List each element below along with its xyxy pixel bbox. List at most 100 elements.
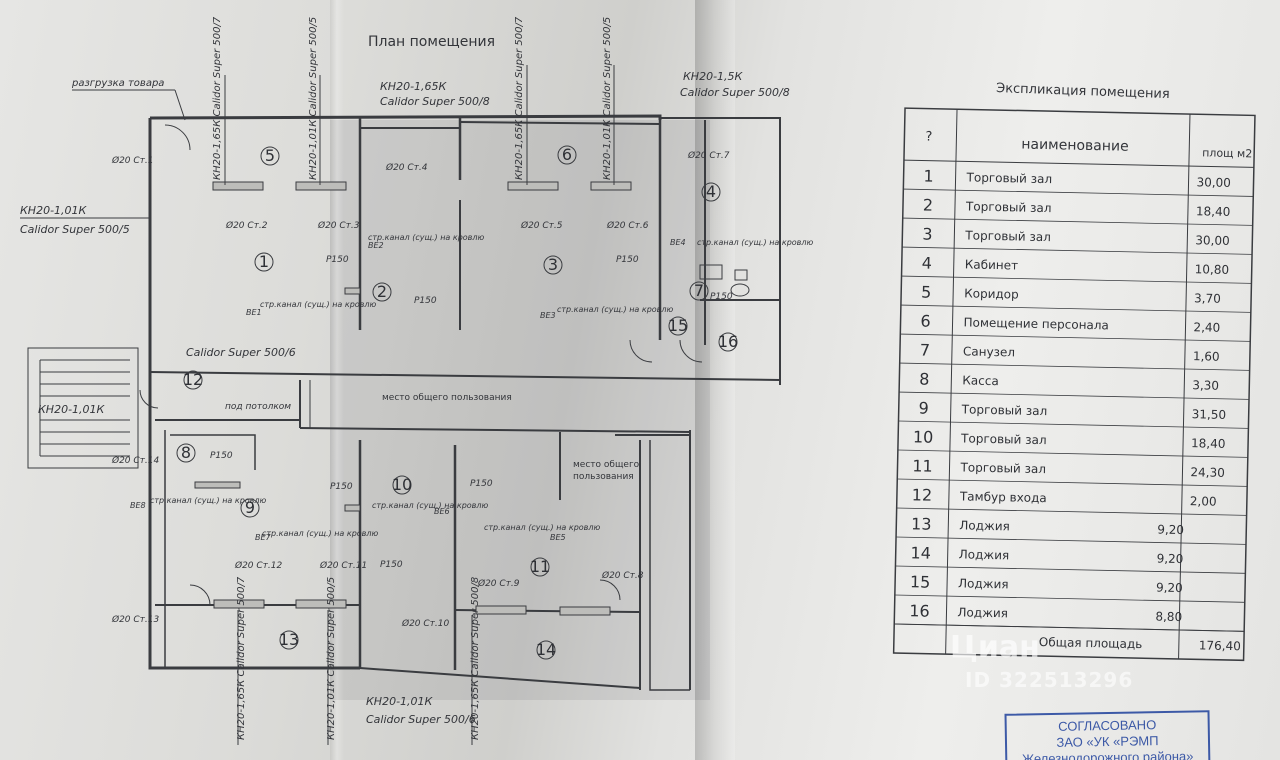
common-area-label: место общего пользования — [382, 393, 512, 403]
heater-code-bottom: КН20-1,01К — [366, 695, 434, 708]
room-name: Торговый зал — [965, 199, 1052, 215]
vent-id: ВЕ4 — [670, 238, 686, 247]
room-name: Торговый зал — [965, 170, 1052, 186]
room-name: Касса — [962, 373, 999, 388]
room-area: 3,30 — [1192, 378, 1219, 393]
vent-size-label: Р150 — [326, 255, 349, 265]
vent-id: ВЕ2 — [368, 241, 384, 250]
heater-model-top: Calidor Super 500/8 — [380, 95, 490, 108]
vent-id: ВЕ1 — [246, 308, 262, 317]
outer-wall-left — [148, 118, 360, 670]
fixture-label: Ø20 Ст.4 — [385, 162, 428, 173]
room-number: 1 — [259, 252, 269, 271]
room-name: Помещение персонала — [963, 315, 1109, 332]
watermark-id: ID 322513296 — [965, 668, 1134, 692]
room-index: 9 — [918, 398, 929, 417]
fixture-label: Ø20 Ст.5 — [520, 220, 563, 231]
heater-code-left: КН20-1,01К — [20, 204, 88, 217]
room-name: Тамбур входа — [959, 489, 1047, 505]
fixture-label: Ø20 Ст.10 — [401, 618, 450, 629]
room-area: 2,00 — [1190, 494, 1217, 509]
room-index: 7 — [920, 340, 931, 359]
total-label: Общая площадь — [1039, 635, 1143, 651]
fixture-label: Ø20 Ст.1 — [111, 155, 154, 166]
table-header-num: ? — [925, 130, 932, 145]
under-ceiling-note: под потолком — [225, 402, 291, 412]
unload-label: разгрузка товара — [71, 78, 164, 89]
room-area: 18,40 — [1191, 436, 1226, 451]
room-index: 13 — [911, 514, 932, 533]
fixture-label: Ø20 Ст.6 — [606, 220, 649, 231]
fixture-label: Ø20 Ст.7 — [687, 150, 730, 161]
room-index: 15 — [910, 572, 931, 591]
outer-wall-bottom — [359, 667, 641, 689]
room-name: Торговый зал — [959, 460, 1046, 476]
outer-wall-right — [660, 117, 781, 385]
heater-model-left: Calidor Super 500/5 — [20, 223, 130, 236]
room-name: Лоджия — [957, 605, 1008, 620]
room-number: 8 — [181, 443, 191, 462]
fixture-label: Ø20 Ст.2 — [225, 220, 268, 231]
room-area: 9,20 — [1157, 551, 1184, 566]
room-number: 6 — [562, 145, 572, 164]
vent-note: стр.канал (сущ.) на кровлю — [372, 501, 489, 510]
vent-note: стр.канал (сущ.) на кровлю — [557, 305, 674, 314]
room-area: 10,80 — [1195, 262, 1230, 277]
heater-code-top: КН20-1,65К — [380, 80, 448, 93]
table-header-area: площ м2 — [1202, 146, 1252, 160]
vent-size-label: Р150 — [210, 451, 233, 461]
vent-size-label: Р150 — [470, 479, 493, 489]
room-area: 9,20 — [1156, 580, 1183, 595]
table-row: 8 Касса 3,30 — [919, 369, 1219, 393]
room-number: 9 — [245, 498, 255, 517]
heater-code-stairs: КН20-1,01К — [38, 403, 106, 416]
room-number: 4 — [706, 182, 716, 201]
vent-note: стр.канал (сущ.) на кровлю — [368, 233, 485, 242]
vent-note: стр.канал (сущ.) на кровлю — [260, 300, 377, 309]
paper-shadow — [330, 120, 710, 700]
room-name: Торговый зал — [964, 228, 1051, 244]
room-number: 5 — [265, 146, 275, 165]
corridor-wall-top — [149, 371, 781, 381]
heater-code-top-right: КН20-1,5К — [683, 70, 744, 83]
vent-note: стр.канал (сущ.) на кровлю — [150, 496, 267, 505]
heater-vertical-label: КН20-1,01К Calidor Super 500/5 — [602, 17, 613, 180]
vent-note: стр.канал (сущ.) на кровлю — [262, 529, 379, 538]
room-index: 6 — [920, 311, 931, 330]
room-area: 8,80 — [1155, 609, 1182, 624]
room-area: 18,40 — [1196, 204, 1231, 219]
fixture-label: Ø20 Ст.9 — [477, 578, 520, 589]
room-number: 3 — [548, 255, 558, 274]
room-index: 5 — [921, 282, 932, 301]
room-area: 1,60 — [1193, 349, 1220, 364]
room-index: 10 — [913, 427, 934, 446]
room-name: Торговый зал — [961, 402, 1048, 418]
vent-size-label: Р150 — [380, 560, 403, 570]
room-number: 16 — [718, 332, 738, 351]
heater-vertical-label-bottom: КН20-1,65К Calidor Super 500/7 — [236, 576, 247, 740]
room-index: 4 — [922, 253, 933, 272]
vent-size-label: Р150 — [616, 255, 639, 265]
heater-vertical-label: КН20-1,65К Calidor Super 500/7 — [514, 16, 525, 180]
vent-size-label: Р150 — [710, 292, 733, 302]
staircase — [27, 347, 139, 469]
plan-title: План помещения — [368, 34, 495, 50]
wc-fixtures — [699, 264, 750, 297]
room-name: Санузел — [963, 344, 1015, 359]
room-index: 8 — [919, 369, 930, 388]
